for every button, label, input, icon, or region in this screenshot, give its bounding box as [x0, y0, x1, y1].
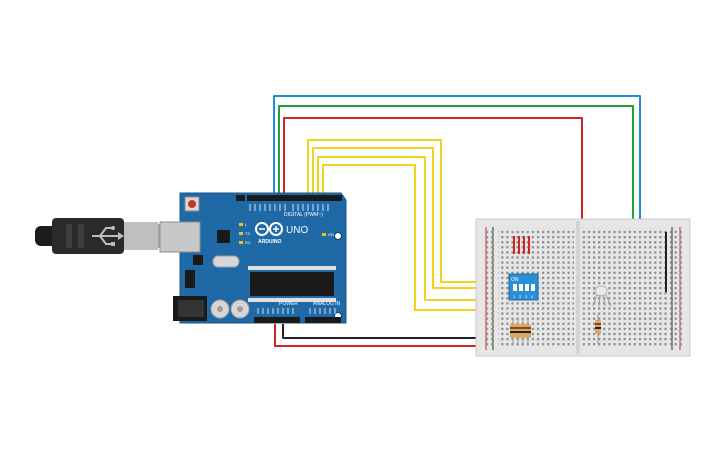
yellow-wire-2[interactable] — [312, 147, 514, 289]
power-label: POWER — [279, 301, 298, 307]
resistor[interactable] — [525, 318, 531, 344]
digital-pwm-label: DIGITAL (PWM~) — [284, 212, 323, 218]
breadboard-red-jumpers[interactable] — [513, 236, 530, 254]
brand-label: ARDUINO — [258, 239, 281, 245]
breadboard[interactable] — [475, 218, 691, 357]
capacitors — [210, 299, 250, 319]
digital-pin-labels — [249, 204, 329, 211]
dip-num-3: 3 — [525, 294, 528, 299]
crystal — [212, 255, 240, 268]
rgb-led[interactable] — [592, 285, 612, 307]
resistor[interactable] — [510, 318, 516, 344]
led-resistor[interactable] — [595, 314, 601, 344]
power-header[interactable] — [254, 317, 300, 323]
resistor[interactable] — [515, 318, 521, 344]
dip-toggle-2[interactable] — [519, 284, 523, 291]
usb-jack — [159, 221, 201, 253]
dip-toggle-4[interactable] — [531, 284, 535, 291]
dip-num-1: 1 — [513, 294, 516, 299]
reset-button[interactable] — [184, 196, 200, 212]
atmega-chip — [248, 266, 336, 302]
arduino-logo-icon — [255, 222, 283, 236]
yellow-wire-4[interactable] — [322, 164, 522, 311]
usb-icon — [92, 226, 124, 246]
dip-num-2: 2 — [519, 294, 522, 299]
dip-num-4: 4 — [531, 294, 534, 299]
red-wire-5v[interactable] — [274, 324, 484, 347]
analog-header[interactable] — [305, 317, 341, 323]
power-rail-holes-left — [483, 228, 495, 348]
on-led-label: ON — [328, 232, 334, 237]
model-label: UNO — [286, 225, 308, 236]
arduino-uno-board[interactable]: L TX RX ON ARDUINO UNO DIGITAL (PWM~) PO… — [159, 192, 347, 324]
rx-label: RX — [245, 240, 251, 245]
black-wire-gnd[interactable] — [282, 324, 484, 339]
resistor[interactable] — [520, 318, 526, 344]
digital-header[interactable] — [236, 195, 342, 201]
usb-cable[interactable] — [35, 218, 170, 254]
power-rail-holes-right — [670, 228, 682, 348]
tx-label: TX — [245, 231, 250, 236]
dip-on-label: ON — [511, 277, 519, 283]
breadboard-holes-right — [582, 228, 668, 348]
l-label: L — [245, 222, 248, 227]
dip-toggle-3[interactable] — [525, 284, 529, 291]
analog-in-label: ANALOG IN — [313, 301, 341, 307]
yellow-wire-1[interactable] — [307, 139, 510, 283]
yellow-wire-3[interactable] — [317, 156, 518, 301]
dip-switch[interactable]: ON 1 2 3 4 — [508, 273, 539, 301]
dip-toggle-1[interactable] — [513, 284, 517, 291]
resistors-group[interactable] — [510, 318, 531, 344]
power-pin-labels — [257, 308, 336, 314]
